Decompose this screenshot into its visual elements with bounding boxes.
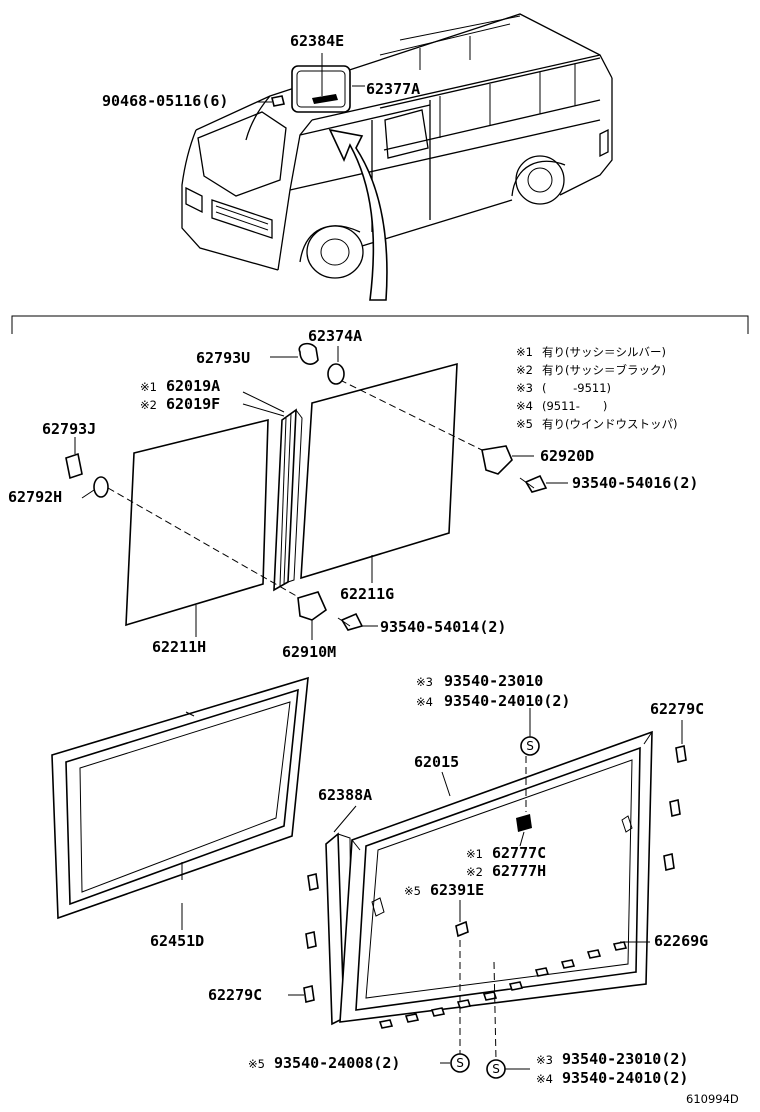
- note-mark: ※2: [516, 363, 533, 377]
- label-62920d: 62920D: [540, 447, 594, 465]
- screw-symbol-label: S: [492, 1062, 500, 1076]
- note-text: 有り(ウインドウストッパ): [542, 417, 677, 431]
- pad-row-62269g: [378, 941, 628, 1029]
- label-93540-54016: 93540-54016(2): [572, 474, 698, 492]
- label-62792h: 62792H: [8, 488, 62, 506]
- label-62279c: 62279C: [208, 986, 262, 1004]
- note-text: ( -9511): [542, 381, 611, 395]
- note-text: 有り(サッシ＝シルバー): [542, 345, 666, 359]
- label-93540-23010-2: 93540-23010(2): [562, 1050, 688, 1068]
- label-62388a: 62388A: [318, 786, 372, 804]
- window-frame-assembly: S S S: [51, 676, 687, 1079]
- label-93540-24008: 93540-24008(2): [274, 1054, 400, 1072]
- label-62793u: 62793U: [196, 349, 250, 367]
- note-text: 有り(サッシ＝ブラック): [542, 363, 666, 377]
- note-mark: ※4: [516, 399, 533, 413]
- clip-62793j: [65, 452, 83, 480]
- label-62269g: 62269G: [654, 932, 708, 950]
- label-62015: 62015: [414, 753, 459, 771]
- section-divider: [11, 315, 749, 334]
- mark-4: ※4: [416, 695, 433, 709]
- label-62019f: 62019F: [166, 395, 220, 413]
- mark-1: ※1: [140, 380, 157, 394]
- label-62211g: 62211G: [340, 585, 394, 603]
- stopper-62920d: [481, 445, 513, 475]
- van-illustration: [181, 13, 613, 301]
- screw-symbol-label: S: [526, 739, 534, 753]
- mark-5: ※5: [404, 884, 421, 898]
- label-62777c: 62777C: [492, 844, 546, 862]
- pad-62374a: [327, 363, 345, 385]
- note-mark: ※5: [516, 417, 533, 431]
- label-62384e: 62384E: [290, 32, 344, 50]
- note-mark: ※1: [516, 345, 533, 359]
- mark-5: ※5: [248, 1057, 265, 1071]
- clip-62793u: [298, 342, 319, 365]
- label-93540-23010: 93540-23010: [444, 672, 543, 690]
- diagram-code: 610994D: [686, 1092, 739, 1106]
- sliding-window-assembly: [65, 342, 568, 640]
- label-62910m: 62910M: [282, 643, 336, 661]
- label-62793j: 62793J: [42, 420, 96, 438]
- label-93540-54014: 93540-54014(2): [380, 618, 506, 636]
- label-62377a: 62377A: [366, 80, 420, 98]
- label-62019a: 62019A: [166, 377, 220, 395]
- label-62391e: 62391E: [430, 881, 484, 899]
- part-labels: 62384E 62377A 90468-05116(6) 62374A 6279…: [8, 32, 739, 1106]
- label-62211h: 62211H: [152, 638, 206, 656]
- label-62777h: 62777H: [492, 862, 546, 880]
- label-62451d: 62451D: [150, 932, 204, 950]
- mark-1: ※1: [466, 847, 483, 861]
- screw-symbol-label: S: [456, 1056, 464, 1070]
- label-90468-05116: 90468-05116(6): [102, 92, 228, 110]
- label-62374a: 62374A: [308, 327, 362, 345]
- mark-2: ※2: [466, 865, 483, 879]
- mark-4: ※4: [536, 1072, 553, 1086]
- label-93540-24010: 93540-24010(2): [444, 692, 570, 710]
- note-mark: ※3: [516, 381, 533, 395]
- label-62279c: 62279C: [650, 700, 704, 718]
- note-text: (9511- ): [542, 399, 607, 413]
- mark-3: ※3: [536, 1053, 553, 1067]
- pad-62792h: [93, 476, 109, 498]
- mark-3: ※3: [416, 675, 433, 689]
- stopper-62910m: [297, 591, 327, 621]
- notes-legend: ※1 有り(サッシ＝シルバー) ※2 有り(サッシ＝ブラック) ※3 ( -95…: [516, 345, 677, 431]
- mark-2: ※2: [140, 398, 157, 412]
- label-93540-24010-2: 93540-24010(2): [562, 1069, 688, 1087]
